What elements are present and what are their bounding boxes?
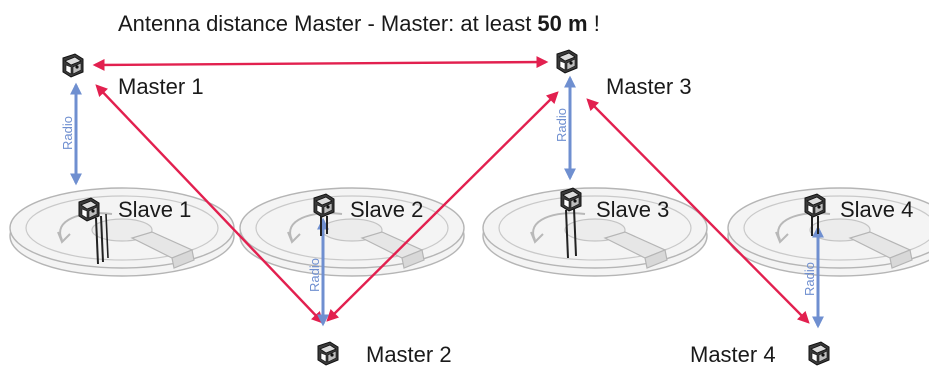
master-3-label: Master 3	[606, 74, 692, 99]
distance-title-suffix: !	[588, 11, 600, 36]
slave-3-device-icon	[560, 187, 582, 259]
master-3-device-icon	[556, 49, 578, 74]
radio-label-2: Radio	[307, 258, 322, 292]
distance-title: Antenna distance Master - Master: at lea…	[118, 11, 600, 36]
slave-1-label: Slave 1	[118, 197, 191, 222]
master-1-device-icon	[62, 53, 84, 78]
master-2-label: Master 2	[366, 342, 452, 367]
master-1-label: Master 1	[118, 74, 204, 99]
master-4-label: Master 4	[690, 342, 776, 367]
slave-1-device-icon	[78, 197, 109, 265]
master-2-device-icon	[317, 341, 339, 366]
link-master1-master3	[92, 56, 549, 71]
master-4-device-icon	[808, 341, 830, 366]
distance-title-prefix: Antenna distance Master - Master: at lea…	[118, 11, 537, 36]
distance-value: 50 m	[537, 11, 587, 36]
link-master2-master3	[326, 91, 559, 322]
slave-4-label: Slave 4	[840, 197, 913, 222]
radio-label-1: Radio	[60, 116, 75, 150]
radio-label-3: Radio	[554, 108, 569, 142]
tank-3	[482, 187, 708, 277]
slave-2-device-icon	[313, 193, 335, 236]
link-master1-master2	[95, 84, 324, 324]
slave-4-device-icon	[804, 193, 826, 236]
slave-2-label: Slave 2	[350, 197, 423, 222]
radio-label-4: Radio	[802, 262, 817, 296]
slave-3-label: Slave 3	[596, 197, 669, 222]
link-master3-master4	[586, 98, 810, 324]
